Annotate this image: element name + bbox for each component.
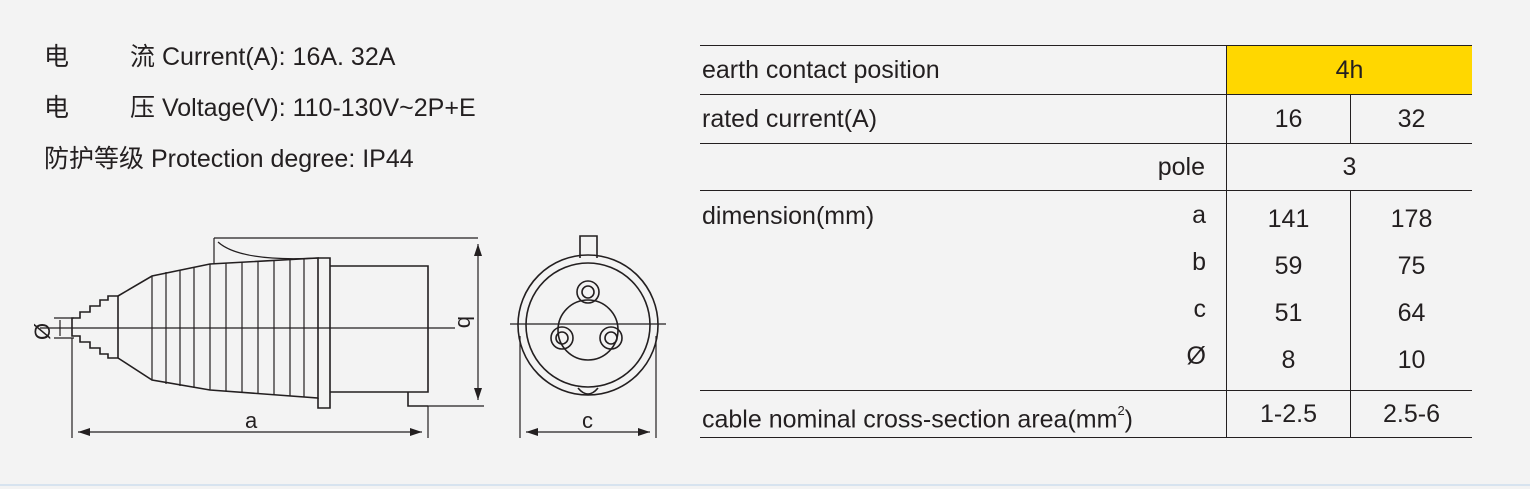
- dim-diameter-label: Ø: [30, 323, 55, 340]
- dim-diameter-lines: [54, 317, 74, 339]
- dimension-letter-c: c: [1193, 295, 1207, 323]
- spec-voltage: 电 压 Voltage(V): 110-130V~2P+E: [44, 93, 476, 123]
- table-row-dimension: dimension(mm) a b c Ø 141 59 51 8 178 75…: [700, 190, 1472, 390]
- bottom-divider: [0, 484, 1530, 486]
- spec-protection: 防护等级 Protection degree: IP44: [44, 144, 414, 174]
- dim-b-16: 59: [1274, 252, 1303, 280]
- dim-arrows: [78, 244, 482, 436]
- cable-label-end: ): [1124, 405, 1133, 434]
- dim-diameter-32: 10: [1397, 346, 1426, 374]
- current-value-32: 32: [1350, 95, 1472, 143]
- table-row-current: rated current(A) 16 32: [700, 94, 1472, 143]
- pole-label: pole: [1157, 153, 1205, 181]
- dim-a-lines: [71, 338, 429, 438]
- dim-c-label: c: [582, 408, 593, 433]
- spec-current: 电 流 Current(A): 16A. 32A: [44, 42, 395, 72]
- table-row-cable: cable nominal cross-section area(mm2) 1-…: [700, 390, 1472, 438]
- dimension-col-16: 141 59 51 8: [1226, 191, 1350, 390]
- dimension-letter-diameter: Ø: [1186, 342, 1206, 370]
- pole-value: 3: [1226, 144, 1472, 190]
- dimension-letter-a: a: [1192, 201, 1206, 229]
- dim-c-16: 51: [1274, 299, 1303, 327]
- cable-value-16: 1-2.5: [1226, 391, 1350, 437]
- plug-front-view: [510, 235, 666, 438]
- spec-protection-cn: 防护等级: [44, 145, 145, 173]
- dim-a-label: a: [245, 408, 258, 433]
- spec-current-en: Current(A): 16A. 32A: [161, 43, 396, 71]
- plug-hood-curve: [217, 241, 319, 260]
- cable-label: cable nominal cross-section area(mm2): [700, 391, 1226, 442]
- spec-voltage-cn-b: 压: [130, 94, 156, 122]
- spec-table: earth contact position 4h rated current(…: [700, 45, 1472, 438]
- spec-protection-en: Protection degree: IP44: [150, 145, 414, 173]
- dim-a-32: 178: [1390, 205, 1433, 233]
- dim-diameter-16: 8: [1281, 346, 1296, 374]
- table-row-earth: earth contact position 4h: [700, 45, 1472, 94]
- plug-technical-drawing: a b Ø c: [30, 235, 666, 438]
- table-row-pole: pole 3: [700, 143, 1472, 190]
- dimension-letter-b: b: [1192, 248, 1206, 276]
- cable-label-sup: 2: [1117, 403, 1125, 418]
- dimension-letters: a b c Ø: [700, 191, 1226, 390]
- dim-b-label: b: [453, 316, 478, 328]
- dim-b-lines: [428, 244, 484, 407]
- spec-voltage-en: Voltage(V): 110-130V~2P+E: [161, 94, 476, 122]
- current-value-16: 16: [1226, 95, 1350, 143]
- dim-b-32: 75: [1397, 252, 1426, 280]
- plug-collar: [317, 257, 331, 409]
- current-label: rated current(A): [702, 105, 878, 133]
- dimension-label: dimension(mm): [702, 202, 875, 230]
- spec-voltage-cn-a: 电: [44, 94, 70, 122]
- dim-c-32: 64: [1397, 299, 1426, 327]
- plug-front-body: [330, 265, 429, 407]
- spec-current-cn-b: 流: [130, 43, 156, 71]
- earth-value: 4h: [1226, 46, 1472, 94]
- plug-hood-line: [213, 237, 478, 264]
- earth-label: earth contact position: [702, 56, 940, 84]
- dim-a-16: 141: [1267, 205, 1310, 233]
- cable-label-text: cable nominal cross-section area(mm: [702, 405, 1118, 434]
- cable-gland-outline: [71, 295, 119, 359]
- dimension-col-32: 178 75 64 10: [1350, 191, 1472, 390]
- cable-value-32: 2.5-6: [1350, 391, 1472, 437]
- spec-current-cn-a: 电: [44, 43, 70, 71]
